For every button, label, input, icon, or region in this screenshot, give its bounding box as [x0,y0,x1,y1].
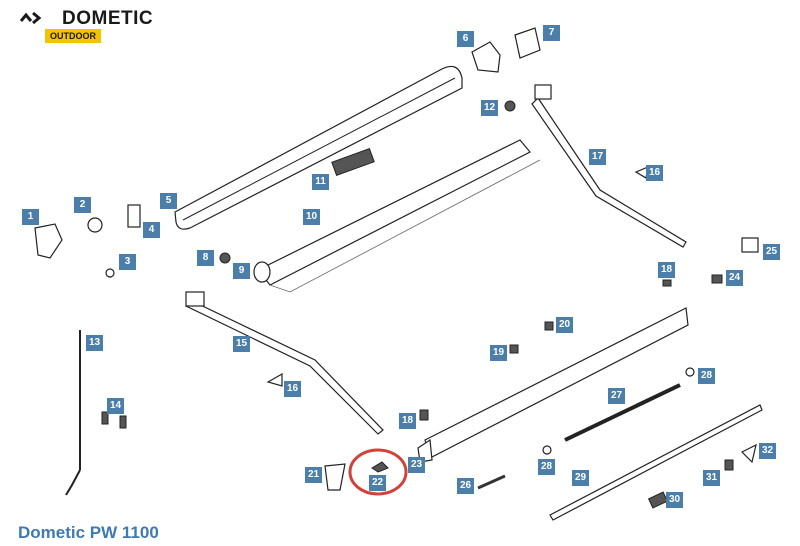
callout-23[interactable]: 23 [408,457,425,473]
callout-26[interactable]: 26 [457,478,474,494]
callout-20[interactable]: 20 [556,317,573,333]
callout-22[interactable]: 22 [369,475,386,491]
part-case [174,65,463,230]
callout-4[interactable]: 4 [143,222,160,238]
highlight-circle-part-22 [348,448,408,496]
callout-8[interactable]: 8 [197,250,214,266]
callout-25[interactable]: 25 [763,244,780,260]
callout-14[interactable]: 14 [107,398,124,414]
callout-12[interactable]: 12 [481,100,498,116]
callout-6[interactable]: 6 [457,31,474,47]
callout-24[interactable]: 24 [726,270,743,286]
callout-31[interactable]: 31 [703,470,720,486]
callout-27[interactable]: 27 [608,388,625,404]
callout-5[interactable]: 5 [160,193,177,209]
callout-10[interactable]: 10 [303,209,320,225]
callout-30[interactable]: 30 [666,492,683,508]
callout-28[interactable]: 28 [698,368,715,384]
logo-brand: DOMETIC [62,8,154,29]
callout-17[interactable]: 17 [589,149,606,165]
callout-3[interactable]: 3 [119,254,136,270]
callout-16[interactable]: 16 [646,165,663,181]
callout-18[interactable]: 18 [399,413,416,429]
callout-16[interactable]: 16 [284,381,301,397]
callout-2[interactable]: 2 [74,197,91,213]
diagram-title: Dometic PW 1100 [18,523,159,542]
callout-1[interactable]: 1 [22,209,39,225]
callout-18[interactable]: 18 [658,262,675,278]
dometic-chevron-icon [20,11,42,25]
callout-29[interactable]: 29 [572,470,589,486]
callout-28[interactable]: 28 [538,459,555,475]
callout-32[interactable]: 32 [759,443,776,459]
callout-21[interactable]: 21 [305,467,322,483]
logo-sub-badge: OUTDOOR [45,29,101,43]
callout-9[interactable]: 9 [233,263,250,279]
callout-19[interactable]: 19 [490,345,507,361]
callout-11[interactable]: 11 [312,174,329,190]
callout-7[interactable]: 7 [543,25,560,41]
callout-15[interactable]: 15 [233,336,250,352]
callout-13[interactable]: 13 [86,335,103,351]
